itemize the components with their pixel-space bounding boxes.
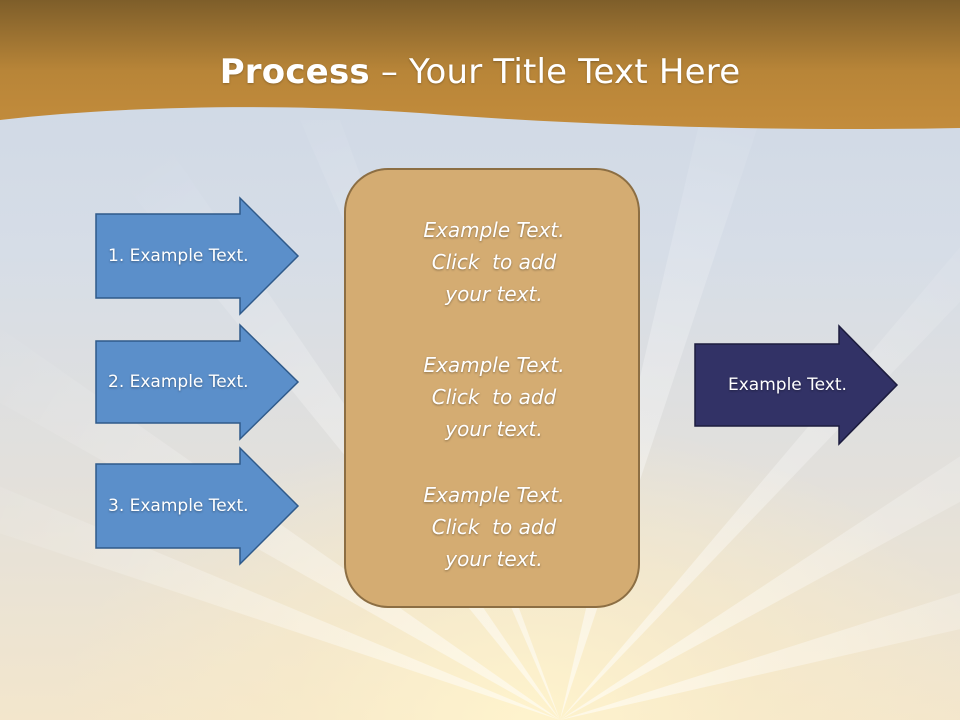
center-text-line: Example Text. bbox=[423, 483, 565, 507]
center-text-line: your text. bbox=[445, 417, 543, 441]
result-arrow[interactable]: Example Text. bbox=[694, 324, 899, 446]
center-text-line: your text. bbox=[445, 282, 543, 306]
arrow-label: Example Text. bbox=[728, 375, 847, 395]
title-banner bbox=[0, 0, 960, 130]
slide-title: Process – Your Title Text Here bbox=[0, 52, 960, 92]
center-text-line: Example Text. bbox=[423, 218, 565, 242]
center-text-block-1: Example Text. Click to add your text. bbox=[346, 214, 642, 310]
center-text-line: your text. bbox=[445, 547, 543, 571]
center-text-block-3: Example Text. Click to add your text. bbox=[346, 479, 642, 575]
process-arrow-2[interactable]: 2. Example Text. bbox=[95, 323, 300, 441]
process-arrow-1[interactable]: 1. Example Text. bbox=[95, 196, 300, 316]
process-arrow-3[interactable]: 3. Example Text. bbox=[95, 446, 300, 566]
arrow-label: 3. Example Text. bbox=[108, 496, 249, 516]
title-bold: Process bbox=[219, 52, 370, 92]
title-rest: – Your Title Text Here bbox=[369, 52, 741, 92]
arrow-shape bbox=[95, 446, 300, 566]
center-text-line: Click to add bbox=[431, 250, 557, 274]
arrow-label: 2. Example Text. bbox=[108, 372, 249, 392]
center-text-block-2: Example Text. Click to add your text. bbox=[346, 349, 642, 445]
center-text-line: Example Text. bbox=[423, 353, 565, 377]
center-text-line: Click to add bbox=[431, 385, 557, 409]
arrow-shape bbox=[95, 323, 300, 441]
arrow-shape bbox=[95, 196, 300, 316]
arrow-shape bbox=[694, 324, 899, 446]
center-content-box[interactable]: Example Text. Click to add your text. Ex… bbox=[344, 168, 640, 608]
center-text-line: Click to add bbox=[431, 515, 557, 539]
arrow-label: 1. Example Text. bbox=[108, 246, 249, 266]
